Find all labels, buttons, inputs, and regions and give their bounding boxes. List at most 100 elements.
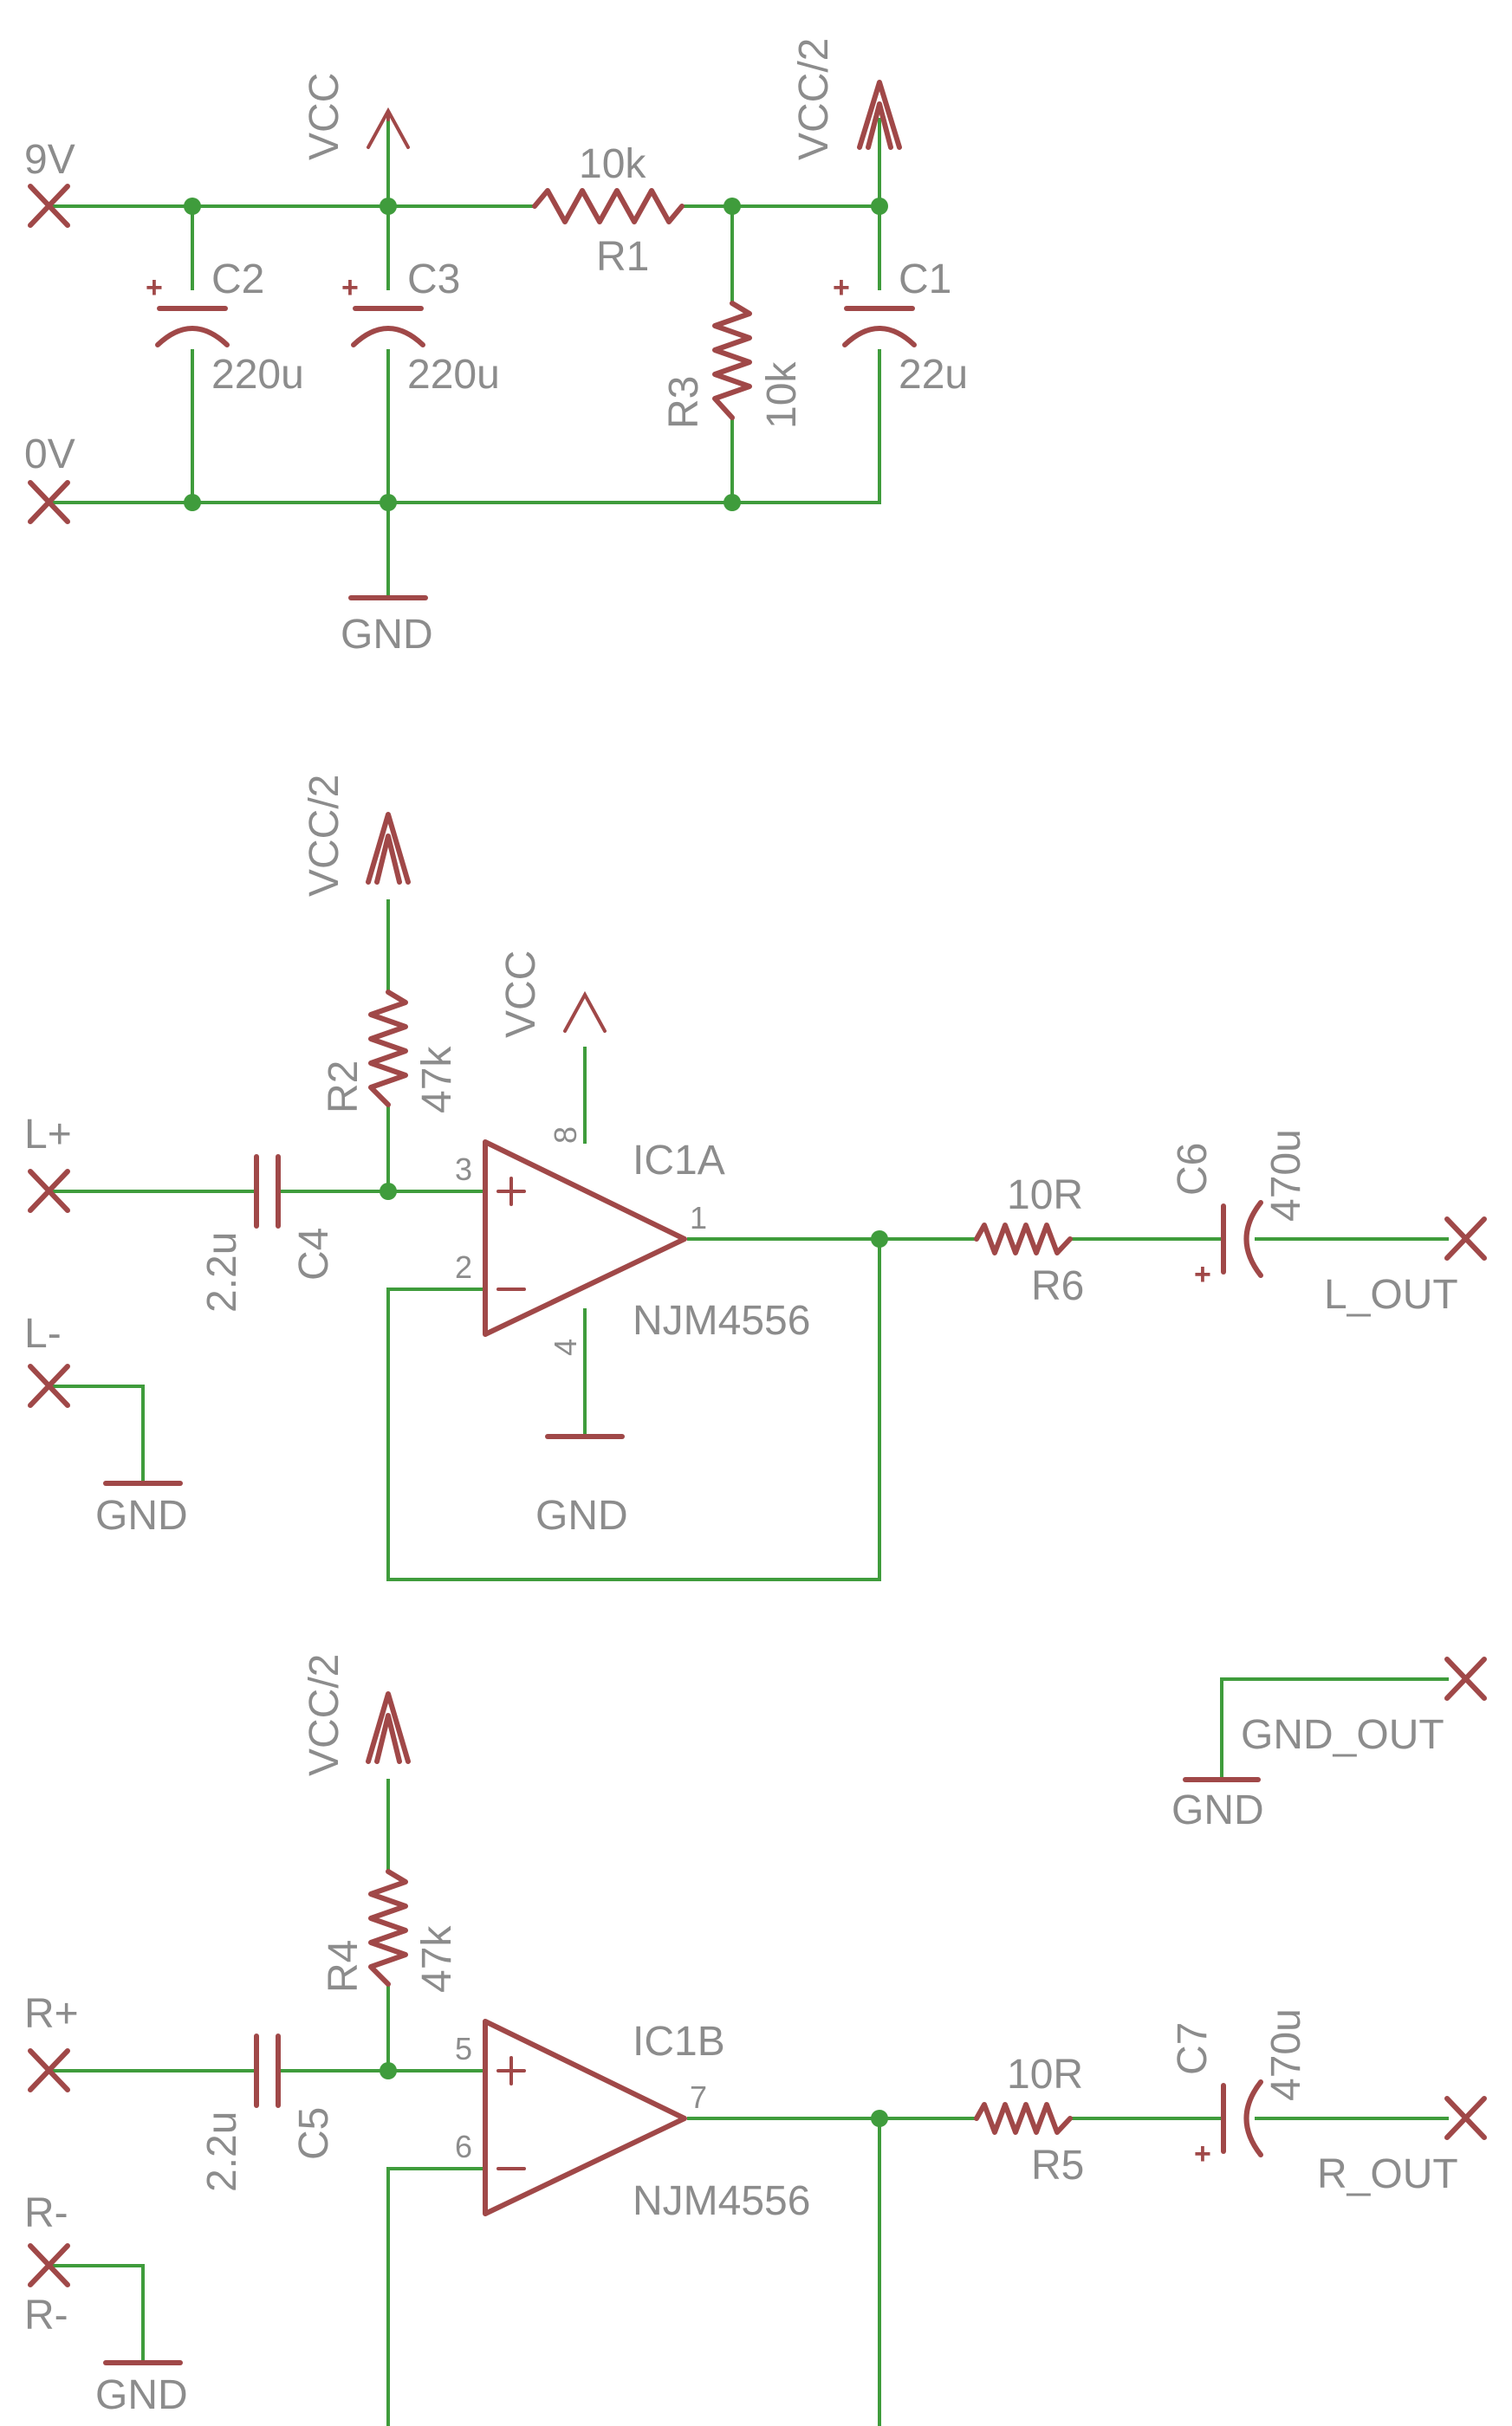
- c5-value: 2.2u: [199, 2111, 245, 2192]
- svg-text:+: +: [146, 271, 163, 304]
- resistor-r1-icon: [532, 188, 685, 224]
- ic1b-ref: IC1B: [633, 2019, 725, 2065]
- vcc-half-arrow-r-icon: [366, 1691, 411, 1764]
- ic1a-ref: IC1A: [633, 1138, 725, 1184]
- connector-l-plus-x-icon: [28, 1169, 70, 1213]
- right-wires: [50, 1779, 1449, 2426]
- label-vcc-l: VCC: [498, 950, 544, 1038]
- r3-ref: R3: [661, 376, 707, 429]
- label-gnd-l-minus: GND: [95, 1493, 188, 1539]
- r2-value: 47k: [414, 1046, 460, 1113]
- resistor-r4-icon: [368, 1869, 408, 1987]
- ic1a-pin-in-plus: 3: [455, 1151, 472, 1187]
- resistor-r2-icon: [368, 989, 408, 1107]
- ic1a-pin-vminus: 4: [548, 1339, 583, 1356]
- label-r-minus: R-: [24, 2190, 68, 2236]
- connector-0v-x-icon: [28, 480, 70, 524]
- connector-r-out-x-icon: [1444, 2096, 1487, 2140]
- vcc-half-arrow-l-icon: [366, 812, 411, 885]
- r4-value: 47k: [414, 1925, 460, 1993]
- gnd-out-section: GND_OUT GND: [1171, 1657, 1487, 1833]
- connector-r-plus-x-icon: [28, 2048, 70, 2092]
- connector-l-minus-x-icon: [28, 1364, 70, 1408]
- c3-value: 220u: [407, 352, 500, 398]
- capacitor-c2-icon: +: [146, 271, 230, 347]
- capacitor-c7-icon: +: [1194, 2079, 1263, 2170]
- c6-ref: C6: [1170, 1143, 1216, 1196]
- svg-text:+: +: [833, 271, 850, 304]
- ic1b-pin-out: 7: [690, 2079, 707, 2115]
- left-wires: [50, 899, 1449, 1581]
- c4-ref: C4: [291, 1228, 337, 1281]
- right-junctions: [380, 2062, 888, 2127]
- c7-value: 470u: [1263, 2008, 1309, 2101]
- ic1a-value: NJM4556: [633, 1298, 810, 1344]
- r6-value: 10R: [1007, 1172, 1083, 1218]
- left-junctions: [380, 1183, 888, 1248]
- resistor-r6-icon: [974, 1223, 1073, 1255]
- capacitor-c3-icon: +: [341, 271, 425, 347]
- label-gnd-r-minus: GND: [95, 2372, 188, 2418]
- svg-text:+: +: [341, 271, 359, 304]
- label-r-minus-2: R-: [24, 2293, 68, 2338]
- connector-l-out-x-icon: [1444, 1216, 1487, 1261]
- resistor-r3-icon: [712, 301, 752, 420]
- c2-ref: C2: [211, 256, 264, 302]
- c5-ref: C5: [291, 2107, 337, 2160]
- capacitor-c6-icon: +: [1194, 1200, 1263, 1291]
- c7-ref: C7: [1170, 2022, 1216, 2075]
- power-junctions: [184, 198, 888, 511]
- svg-text:+: +: [1194, 1258, 1211, 1291]
- label-0v: 0V: [24, 431, 75, 477]
- label-gnd-gnd-out: GND: [1171, 1787, 1264, 1833]
- ic1a-pin-vplus: 8: [548, 1126, 583, 1144]
- right-channel-section: R+ R- R- GND 2.2u C5 R4 47k VCC/2: [24, 1654, 1487, 2426]
- resistor-r5-icon: [974, 2102, 1073, 2135]
- capacitor-c1-icon: +: [833, 271, 917, 347]
- c2-value: 220u: [211, 352, 304, 398]
- capacitor-c5-icon: [254, 2034, 281, 2108]
- vcc-half-arrow-icon: [857, 80, 902, 150]
- c4-value: 2.2u: [199, 1232, 245, 1313]
- label-vcc-top: VCC: [302, 73, 347, 160]
- connector-r-minus-x-icon: [28, 2243, 70, 2287]
- power-wires: [50, 118, 881, 598]
- ic1b-pin-in-plus: 5: [455, 2031, 472, 2066]
- capacitor-c4-icon: [254, 1154, 281, 1229]
- opamp-ic1a-icon: [483, 1139, 687, 1337]
- vcc-arrow-l-icon: [563, 990, 607, 1033]
- c6-value: 470u: [1263, 1129, 1309, 1222]
- vcc-arrow-icon: [367, 107, 410, 149]
- r3-value: 10k: [759, 361, 805, 429]
- label-gnd-ic1a: GND: [535, 1493, 628, 1539]
- label-gnd-out: GND_OUT: [1241, 1712, 1444, 1758]
- r6-ref: R6: [1031, 1263, 1084, 1309]
- ic1a-pin-in-minus: 2: [455, 1249, 472, 1285]
- r2-ref: R2: [321, 1061, 367, 1113]
- label-vcc-half-top: VCC/2: [791, 38, 837, 160]
- svg-text:+: +: [1194, 2137, 1211, 2170]
- r1-value: 10k: [579, 141, 646, 187]
- left-channel-section: L+ L- GND 2.2u C4 R2 47k VCC/2 VCC: [24, 775, 1487, 1581]
- c1-value: 22u: [899, 352, 968, 398]
- label-l-minus: L-: [24, 1311, 62, 1357]
- label-r-out: R_OUT: [1317, 2151, 1458, 2197]
- c1-ref: C1: [899, 256, 951, 302]
- label-9v: 9V: [24, 137, 75, 183]
- label-l-out: L_OUT: [1324, 1272, 1458, 1318]
- label-vcc-half-l: VCC/2: [302, 775, 347, 897]
- r5-ref: R5: [1031, 2143, 1084, 2189]
- r5-value: 10R: [1007, 2052, 1083, 2098]
- ic1a-pin-out: 1: [690, 1200, 707, 1236]
- ic1b-value: NJM4556: [633, 2178, 810, 2224]
- power-supply-section: 9V 0V VCC VCC/2 GND 10k R1 R3 10k: [24, 38, 968, 658]
- label-gnd-power: GND: [341, 612, 433, 658]
- r4-ref: R4: [321, 1940, 367, 1993]
- ic1b-pin-in-minus: 6: [455, 2129, 472, 2164]
- c3-ref: C3: [407, 256, 460, 302]
- label-l-plus: L+: [24, 1112, 72, 1158]
- r1-ref: R1: [596, 234, 649, 280]
- label-vcc-half-r: VCC/2: [302, 1654, 347, 1776]
- opamp-ic1b-icon: [483, 2019, 687, 2216]
